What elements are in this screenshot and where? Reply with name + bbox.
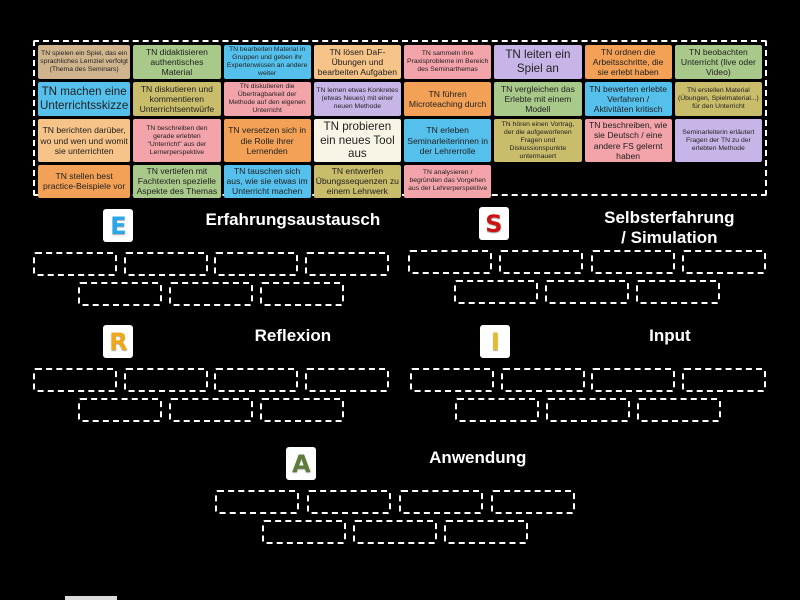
drop-slot[interactable] bbox=[304, 368, 389, 392]
category-group-input: I Input bbox=[410, 322, 766, 422]
word-tile[interactable]: TN entwerfen Übungssequenzen zu einem Le… bbox=[313, 165, 401, 198]
drop-slot[interactable] bbox=[215, 490, 299, 514]
drop-slot[interactable] bbox=[408, 250, 492, 274]
category-header: A Anwendung bbox=[215, 444, 575, 490]
drop-slot[interactable] bbox=[78, 398, 162, 422]
drop-slot[interactable] bbox=[500, 368, 585, 392]
category-group-erfahrungsaustausch: E Erfahrungsaustausch bbox=[33, 206, 389, 306]
drop-slot[interactable] bbox=[454, 280, 538, 304]
word-tile[interactable]: TN vertiefen mit Fachtexten spezielle As… bbox=[133, 165, 221, 198]
drop-slot[interactable] bbox=[123, 368, 208, 392]
slot-row-top bbox=[410, 368, 766, 392]
word-tile[interactable]: TN lernen etwas Konkretes (etwas Neues) … bbox=[313, 82, 401, 117]
drop-slot[interactable] bbox=[214, 252, 299, 276]
drop-slot[interactable] bbox=[444, 520, 528, 544]
word-tile[interactable]: TN machen eine Unterrichtsskizze bbox=[38, 82, 131, 117]
drop-slot[interactable] bbox=[455, 398, 539, 422]
drop-slot[interactable] bbox=[591, 368, 676, 392]
drop-slot[interactable] bbox=[636, 280, 720, 304]
drop-slot[interactable] bbox=[681, 368, 766, 392]
slot-row-top bbox=[215, 490, 575, 514]
slot-row-bottom bbox=[33, 282, 389, 306]
drop-slot[interactable] bbox=[260, 282, 344, 306]
word-tile[interactable]: TN berichten darüber, wo und wen und wom… bbox=[38, 119, 131, 163]
word-tile[interactable]: TN beschreiben, wie sie Deutsch / eine a… bbox=[584, 119, 672, 163]
word-tile[interactable]: TN beschreiben den gerade erlebten "Unte… bbox=[133, 119, 221, 163]
word-tile[interactable]: TN tauschen sich aus, wie sie etwas im U… bbox=[223, 165, 311, 198]
category-title: Input bbox=[649, 326, 691, 345]
word-tile[interactable]: TN erleben Seminarleiterinnen in der Leh… bbox=[404, 119, 492, 163]
word-tile[interactable]: TN erstellen Material (Übungen, Spielmat… bbox=[674, 82, 762, 117]
word-tile[interactable]: TN ordnen die Arbeitsschritte, die sie e… bbox=[584, 45, 672, 80]
letter-r-icon: R bbox=[103, 325, 134, 358]
word-tile[interactable]: TN leiten ein Spiel an bbox=[494, 45, 582, 80]
drop-slot[interactable] bbox=[353, 520, 437, 544]
drop-slot[interactable] bbox=[307, 490, 391, 514]
word-tile[interactable]: TN bewerten erlebte Verfahren / Aktivitä… bbox=[584, 82, 672, 117]
word-tile[interactable]: TN vergleichen das Erlebte mit einem Mod… bbox=[494, 82, 582, 117]
word-tile[interactable]: TN stellen best practice-Beispiele vor bbox=[38, 165, 131, 198]
word-tile[interactable]: TN beobachten Unterricht (live oder Vide… bbox=[674, 45, 762, 80]
drop-slot[interactable] bbox=[545, 280, 629, 304]
drop-slot[interactable] bbox=[123, 252, 208, 276]
category-group-selbsterfahrung-simulation: S Selbsterfahrung / Simulation bbox=[408, 204, 766, 304]
drop-slot[interactable] bbox=[681, 250, 766, 274]
drop-slot[interactable] bbox=[33, 368, 117, 392]
category-title: Selbsterfahrung / Simulation bbox=[604, 208, 735, 247]
drop-slot[interactable] bbox=[78, 282, 162, 306]
word-tile[interactable]: TN bearbeiten Material in Gruppen und ge… bbox=[223, 45, 311, 80]
word-tile[interactable]: TN diskutieren und kommentieren Unterric… bbox=[133, 82, 221, 117]
category-header: I Input bbox=[410, 322, 766, 368]
word-tile[interactable]: TN probieren ein neues Tool aus bbox=[313, 119, 401, 163]
slot-row-top bbox=[33, 368, 389, 392]
letter-a-icon: A bbox=[286, 447, 317, 480]
drop-slot[interactable] bbox=[410, 368, 494, 392]
category-header: R Reflexion bbox=[33, 322, 389, 368]
category-title: Erfahrungsaustausch bbox=[205, 210, 381, 229]
word-tile[interactable]: TN hören einen Vortrag, der die aufgewor… bbox=[494, 119, 582, 163]
word-tile[interactable]: TN sammeln ihre Praxisprobleme im Bereic… bbox=[404, 45, 492, 80]
drop-slot[interactable] bbox=[590, 250, 675, 274]
letter-e-icon: E bbox=[103, 209, 134, 242]
slot-row-bottom bbox=[33, 398, 389, 422]
drop-slot[interactable] bbox=[169, 282, 253, 306]
slot-row-top bbox=[33, 252, 389, 276]
drop-slot[interactable] bbox=[499, 250, 584, 274]
word-tile[interactable]: TN führen Microteaching durch bbox=[404, 82, 492, 117]
drop-slot[interactable] bbox=[169, 398, 253, 422]
slot-row-bottom bbox=[410, 398, 766, 422]
drop-slot[interactable] bbox=[260, 398, 344, 422]
slot-row-bottom bbox=[408, 280, 766, 304]
word-tile[interactable]: TN analysieren / begründen das Vorgehen … bbox=[404, 165, 492, 198]
category-group-reflexion: R Reflexion bbox=[33, 322, 389, 422]
letter-s-icon: S bbox=[478, 207, 509, 240]
category-header: E Erfahrungsaustausch bbox=[33, 206, 389, 252]
category-title: Anwendung bbox=[429, 448, 527, 467]
drop-slot[interactable] bbox=[546, 398, 630, 422]
category-group-anwendung: A Anwendung bbox=[215, 444, 575, 544]
drop-slot[interactable] bbox=[491, 490, 575, 514]
category-header: S Selbsterfahrung / Simulation bbox=[408, 204, 766, 250]
letter-i-icon: I bbox=[480, 325, 511, 358]
word-tile[interactable]: TN lösen DaF-Übungen und bearbeiten Aufg… bbox=[313, 45, 401, 80]
drop-slot[interactable] bbox=[304, 252, 389, 276]
word-tile[interactable]: TN diskutieren die Übertragbarkeit der M… bbox=[223, 82, 311, 117]
slot-row-top bbox=[408, 250, 766, 274]
word-tile[interactable]: TN spielen ein Spiel, das ein sprachlich… bbox=[38, 45, 131, 80]
drop-slot[interactable] bbox=[33, 252, 117, 276]
category-title: Reflexion bbox=[254, 326, 332, 345]
word-tile[interactable]: TN didaktisieren authentisches Material bbox=[133, 45, 221, 80]
word-tile[interactable]: Seminarleiterin erläutert Fragen der TN … bbox=[674, 119, 762, 163]
drop-slot[interactable] bbox=[399, 490, 483, 514]
tile-pool: TN spielen ein Spiel, das ein sprachlich… bbox=[33, 40, 767, 198]
drop-slot[interactable] bbox=[637, 398, 721, 422]
slot-row-bottom bbox=[215, 520, 575, 544]
bottom-edge-artifact bbox=[65, 596, 117, 600]
drop-slot[interactable] bbox=[214, 368, 299, 392]
drop-slot[interactable] bbox=[262, 520, 346, 544]
word-tile[interactable]: TN versetzen sich in die Rolle ihrer Ler… bbox=[223, 119, 311, 163]
